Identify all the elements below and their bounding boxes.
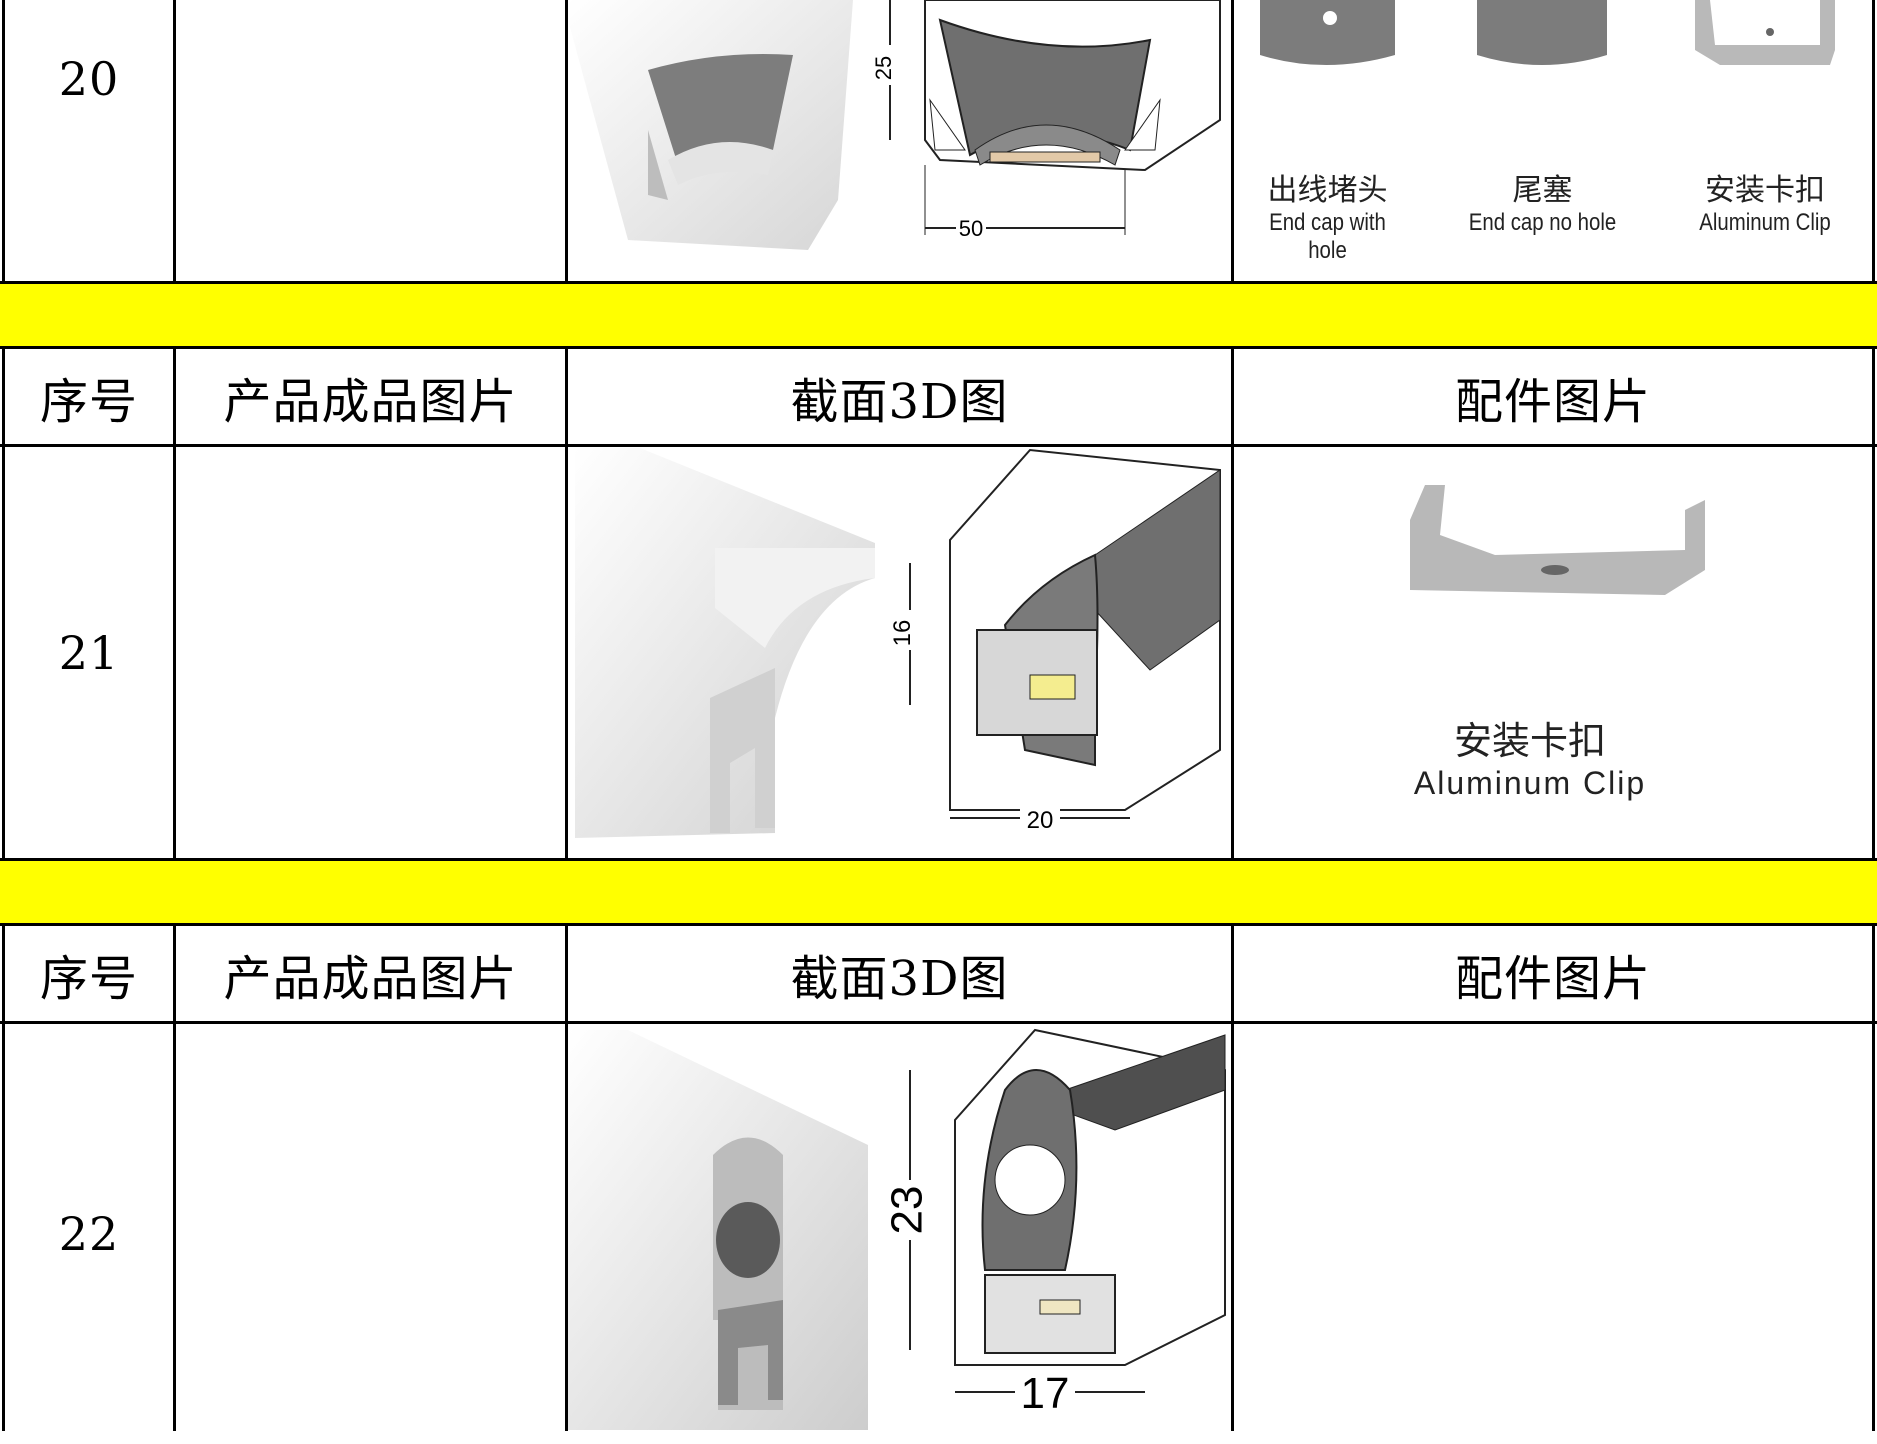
- grid-line: [1231, 925, 1234, 1431]
- grid-line: [173, 925, 176, 1431]
- header-col-product-photo: 产品成品图片: [223, 950, 518, 1007]
- grid-line: [1872, 348, 1875, 860]
- aluminum-clip-icon: [1410, 485, 1705, 595]
- grid-line: [2, 348, 5, 860]
- profile-render-20: [568, 0, 853, 250]
- grid-line: [0, 858, 1877, 861]
- dimension-height: 16: [889, 620, 916, 647]
- header-col-cross-section: 截面3D图: [790, 373, 1009, 430]
- grid-line: [2, 925, 5, 1431]
- grid-line: [1231, 0, 1234, 283]
- profile-render-21: [575, 448, 875, 838]
- accessory-label: 安装卡扣 Aluminum Clip: [1699, 174, 1831, 236]
- dimension-height: 23: [883, 1186, 932, 1235]
- grid-line: [565, 925, 568, 1431]
- header-col-number: 序号: [39, 950, 138, 1007]
- grid-line: [0, 923, 1877, 926]
- grid-line: [1872, 0, 1875, 283]
- accessory-label: 安装卡扣 Aluminum Clip: [1413, 721, 1647, 801]
- grid-line: [173, 0, 176, 283]
- header-col-cross-section: 截面3D图: [790, 950, 1009, 1007]
- separator-band: [0, 860, 1877, 924]
- row-number: 22: [58, 1207, 120, 1261]
- end-cap-with-hole-icon: [1260, 0, 1395, 65]
- row-number: 20: [58, 52, 120, 106]
- header-col-number: 序号: [39, 373, 138, 430]
- grid-line: [565, 0, 568, 283]
- header-col-product-photo: 产品成品图片: [223, 373, 518, 430]
- row-number: 21: [58, 625, 120, 680]
- grid-line: [565, 348, 568, 860]
- separator-band: [0, 283, 1877, 347]
- grid-line: [0, 281, 1877, 284]
- grid-line: [173, 348, 176, 860]
- accessory-label: 尾塞 End cap no hole: [1468, 174, 1617, 236]
- accessory-label: 出线堵头 End cap with hole: [1267, 174, 1388, 264]
- grid-line: [0, 1021, 1877, 1024]
- cross-section-diagram-22: 23 17: [883, 1028, 1226, 1418]
- end-cap-no-hole-icon: [1477, 0, 1607, 65]
- grid-line: [2, 0, 5, 283]
- dimension-width: 50: [959, 216, 983, 241]
- grid-line: [0, 346, 1877, 349]
- dimension-height: 25: [871, 56, 896, 80]
- cross-section-diagram-21: 16 20: [889, 448, 1221, 834]
- profile-render-22: [568, 1030, 868, 1430]
- dimension-width: 17: [1021, 1369, 1070, 1418]
- header-col-accessory: 配件图片: [1454, 950, 1651, 1007]
- grid-line: [1231, 348, 1234, 860]
- dimension-width: 20: [1027, 807, 1054, 834]
- grid-line: [0, 444, 1877, 447]
- grid-line: [1872, 925, 1875, 1431]
- header-col-accessory: 配件图片: [1454, 373, 1651, 430]
- aluminum-clip-icon: [1695, 0, 1835, 65]
- cross-section-diagram-20: 50 25: [871, 0, 1221, 241]
